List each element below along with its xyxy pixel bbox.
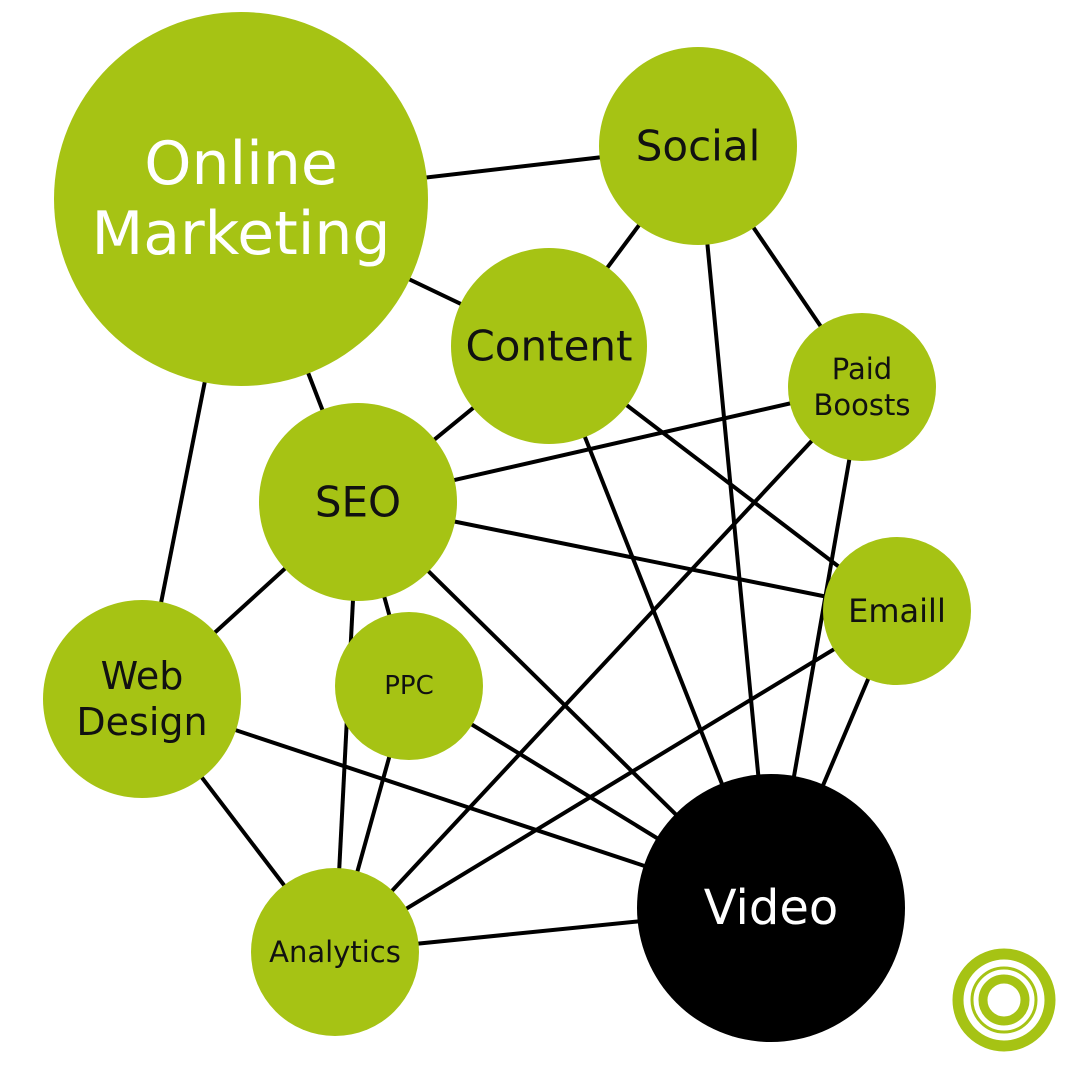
node-seo: SEO bbox=[259, 403, 457, 601]
node-circle bbox=[335, 612, 483, 760]
node-circle bbox=[637, 774, 905, 1042]
node-circle bbox=[823, 537, 971, 685]
node-label: Paid bbox=[832, 352, 892, 386]
node-label: Design bbox=[76, 700, 207, 744]
node-ppc: PPC bbox=[335, 612, 483, 760]
node-label: Content bbox=[465, 322, 632, 371]
node-circle bbox=[451, 248, 647, 444]
edge-email-analytics bbox=[333, 609, 899, 954]
node-label: Social bbox=[636, 122, 761, 171]
node-label: Online bbox=[144, 129, 338, 199]
node-circle bbox=[251, 868, 419, 1036]
node-content: Content bbox=[451, 248, 647, 444]
node-circle bbox=[43, 600, 241, 798]
edge-paid_boosts-analytics bbox=[333, 385, 864, 954]
node-analytics: Analytics bbox=[251, 868, 419, 1036]
node-circle bbox=[788, 313, 936, 461]
node-email: Emaill bbox=[823, 537, 971, 685]
node-video: Video bbox=[637, 774, 905, 1042]
node-circle bbox=[54, 12, 428, 386]
node-label: PPC bbox=[384, 671, 434, 701]
node-social: Social bbox=[599, 47, 797, 245]
node-circle bbox=[259, 403, 457, 601]
node-label: Marketing bbox=[91, 199, 390, 269]
ring-logo-icon bbox=[952, 948, 1056, 1052]
node-label: Analytics bbox=[269, 935, 401, 969]
node-label: Emaill bbox=[848, 592, 946, 630]
node-circle bbox=[599, 47, 797, 245]
node-label: Video bbox=[704, 880, 838, 936]
node-label: Web bbox=[101, 654, 184, 698]
node-label: SEO bbox=[315, 478, 401, 527]
node-label: Boosts bbox=[814, 388, 911, 422]
